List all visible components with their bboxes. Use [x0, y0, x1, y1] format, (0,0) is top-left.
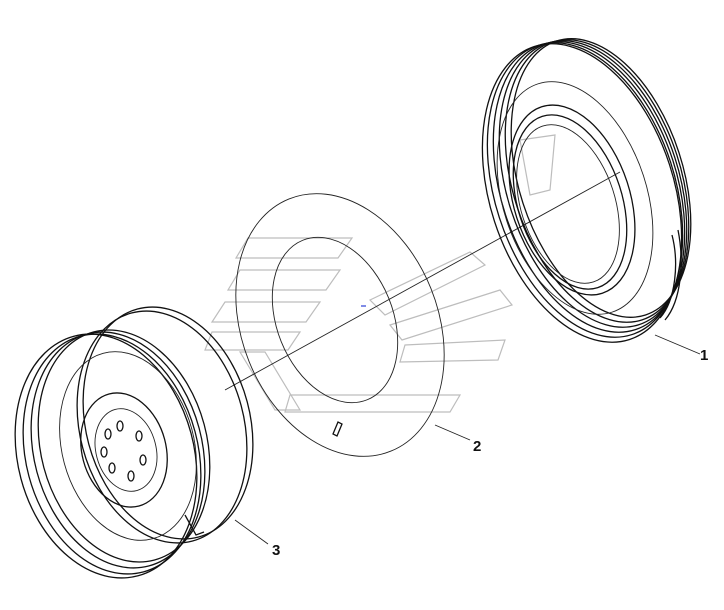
leader-line-3	[234, 519, 269, 545]
flap	[235, 193, 445, 457]
wheel-rim	[14, 306, 254, 579]
leader-line-1	[654, 334, 701, 355]
watermark-logo	[204, 134, 556, 413]
bolt-holes	[100, 420, 147, 482]
callout-3: 3	[272, 542, 280, 559]
assembly-axis-line	[224, 171, 621, 391]
tire	[481, 38, 692, 343]
leader-line-2	[434, 424, 471, 441]
callout-1: 1	[700, 347, 708, 364]
valve-hole-marker	[332, 421, 343, 437]
callout-2: 2	[473, 438, 481, 455]
